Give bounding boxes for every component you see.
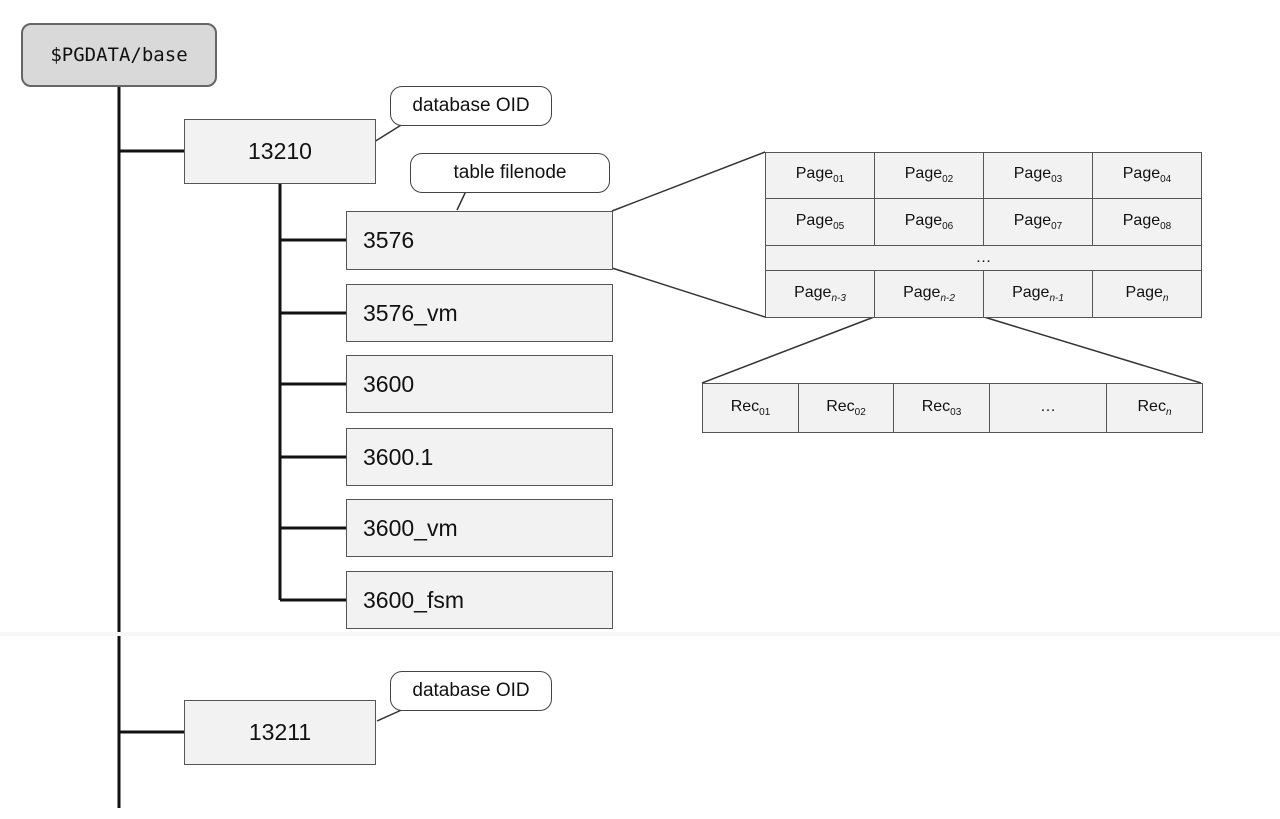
file-label: 3600.1	[363, 443, 434, 470]
page-cell: Pagen	[1092, 270, 1202, 318]
file-label: 3600	[363, 370, 415, 397]
page-cell: Page03	[983, 152, 1093, 199]
file-box-3576: 3576	[346, 211, 613, 270]
zoom-line-file-bottom	[611, 267, 766, 318]
database-oid-label: 13211	[248, 719, 312, 745]
record-cell: Rec02	[798, 383, 894, 433]
page-ellipsis-row: …	[765, 245, 1202, 271]
page-cell: Page08	[1092, 198, 1202, 246]
file-box-3576_vm: 3576_vm	[346, 284, 613, 342]
record-cell: Rec01	[702, 383, 799, 433]
table-filenode-callout: table filenode	[410, 153, 610, 193]
record-ellipsis-cell: …	[989, 383, 1107, 433]
page-cell: Page02	[874, 152, 984, 199]
database-box-13211: 13211	[184, 700, 376, 765]
callout-text: table filenode	[453, 162, 567, 183]
database-oid-label: 13210	[248, 138, 312, 164]
page-cell: Page05	[765, 198, 875, 246]
page-cell: Pagen-2	[874, 270, 984, 318]
record-cell: Rec03	[893, 383, 990, 433]
file-label: 3576	[363, 227, 415, 253]
file-box-3600_vm: 3600_vm	[346, 499, 613, 557]
root-directory-box: $PGDATA/base	[21, 23, 217, 87]
page-cell: Pagen-3	[765, 270, 875, 318]
zoom-line-file-top	[611, 151, 766, 212]
page-grid: Page01 Page02 Page03 Page04 Page05 Page0…	[765, 152, 1202, 318]
database-oid-callout: database OID	[390, 671, 552, 711]
page-row: Pagen-3 Pagen-2 Pagen-1 Pagen	[765, 270, 1202, 318]
page-row: Page01 Page02 Page03 Page04	[765, 152, 1202, 199]
database-oid-callout: database OID	[390, 86, 552, 126]
file-label: 3600_fsm	[363, 586, 465, 613]
file-box-3600: 3600	[346, 355, 613, 413]
page-cell: Page06	[874, 198, 984, 246]
page-cell: Page04	[1092, 152, 1202, 199]
file-box-3600_fsm: 3600_fsm	[346, 571, 613, 629]
page-ellipsis-cell: …	[765, 245, 1202, 271]
callout-text: database OID	[412, 95, 530, 116]
record-cell: Recn	[1106, 383, 1203, 433]
database-box-13210: 13210	[184, 119, 376, 184]
root-directory-label: $PGDATA/base	[50, 44, 188, 66]
file-label: 3576_vm	[363, 299, 458, 326]
zoom-line-page-left	[701, 316, 875, 384]
page-cell: Pagen-1	[983, 270, 1093, 318]
file-box-3600.1: 3600.1	[346, 428, 613, 486]
zoom-line-page-right	[983, 316, 1202, 384]
page-row: Page05 Page06 Page07 Page08	[765, 198, 1202, 246]
callout-text: database OID	[412, 680, 530, 701]
page-cell: Page01	[765, 152, 875, 199]
record-row: Rec01 Rec02 Rec03 … Recn	[702, 383, 1203, 433]
file-label: 3600_vm	[363, 514, 458, 541]
page-cell: Page07	[983, 198, 1093, 246]
callout-tail-table	[456, 190, 467, 211]
